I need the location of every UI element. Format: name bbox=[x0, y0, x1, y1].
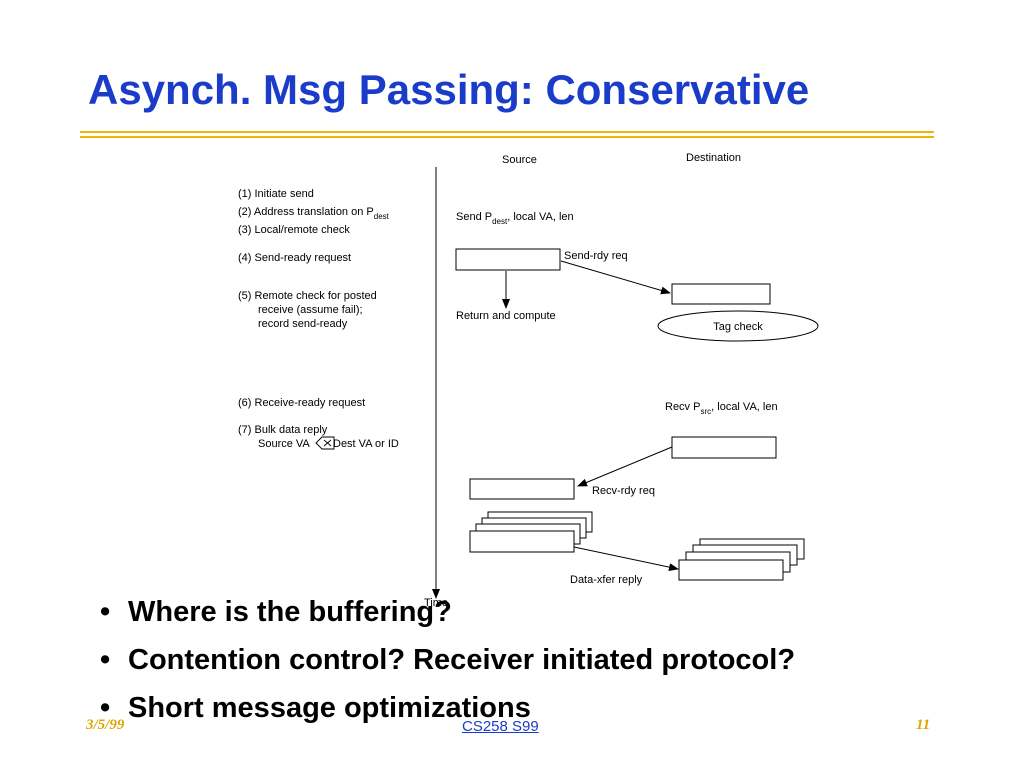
time-axis-label: Time bbox=[424, 597, 448, 609]
step-3-label: (3) Local/remote check bbox=[238, 224, 350, 236]
bullet-dot-icon: • bbox=[100, 692, 111, 724]
footer-course: CS258 S99 bbox=[462, 718, 539, 735]
recv-call-label: Recv Psrc, local VA, len bbox=[665, 401, 778, 416]
return-compute-label: Return and compute bbox=[456, 310, 556, 322]
step-1-label: (1) Initiate send bbox=[238, 188, 314, 200]
step-7-label: (7) Bulk data reply bbox=[238, 424, 328, 436]
step-7-source-va: Source VA bbox=[258, 438, 310, 450]
destination-data-stack bbox=[678, 538, 805, 581]
destination-column-label: Destination bbox=[686, 152, 741, 164]
step-5-continuation-1: receive (assume fail); bbox=[258, 304, 363, 316]
source-data-stack bbox=[469, 511, 593, 553]
footer-page-number: 11 bbox=[916, 717, 931, 733]
delete-arrow-icon bbox=[315, 436, 335, 450]
source-send-box bbox=[455, 248, 561, 271]
step-5-label: (5) Remote check for posted bbox=[238, 290, 377, 302]
step-5-continuation-2: record send-ready bbox=[258, 318, 348, 330]
bullet-dot-icon: • bbox=[100, 596, 111, 628]
bullet-list: •Where is the buffering? •Contention con… bbox=[100, 594, 795, 738]
bullet-item: •Short message optimizations bbox=[100, 692, 531, 724]
data-xfer-label: Data-xfer reply bbox=[570, 574, 643, 586]
step-4-label: (4) Send-ready request bbox=[238, 252, 351, 264]
step-2-label: (2) Address translation on Pdest bbox=[238, 206, 390, 221]
bullet-dot-icon: • bbox=[100, 644, 111, 676]
source-recv-ready-box bbox=[469, 478, 575, 500]
destination-recv-box bbox=[671, 436, 777, 459]
step-6-label: (6) Receive-ready request bbox=[238, 397, 365, 409]
tag-check-ellipse bbox=[657, 310, 819, 342]
title-rule-top bbox=[80, 131, 934, 133]
data-xfer-arrow bbox=[573, 546, 679, 572]
title-rule-bottom bbox=[80, 136, 934, 138]
slide-title: Asynch. Msg Passing: Conservative bbox=[88, 66, 810, 113]
send-ready-label: Send-rdy req bbox=[564, 250, 628, 262]
destination-box bbox=[671, 283, 771, 305]
send-ready-arrow bbox=[560, 260, 671, 295]
tag-check-label: Tag check bbox=[713, 321, 763, 333]
bullet-item: •Where is the buffering? bbox=[100, 596, 452, 628]
recv-ready-label: Recv-rdy req bbox=[592, 485, 655, 497]
footer-date: 3/5/99 bbox=[86, 717, 125, 733]
step-7-dest-va: Dest VA or ID bbox=[333, 438, 399, 450]
bullet-item: •Contention control? Receiver initiated … bbox=[100, 644, 796, 676]
source-column-label: Source bbox=[502, 154, 537, 166]
recv-ready-arrow bbox=[577, 446, 673, 487]
send-call-label: Send Pdest, local VA, len bbox=[456, 211, 574, 226]
